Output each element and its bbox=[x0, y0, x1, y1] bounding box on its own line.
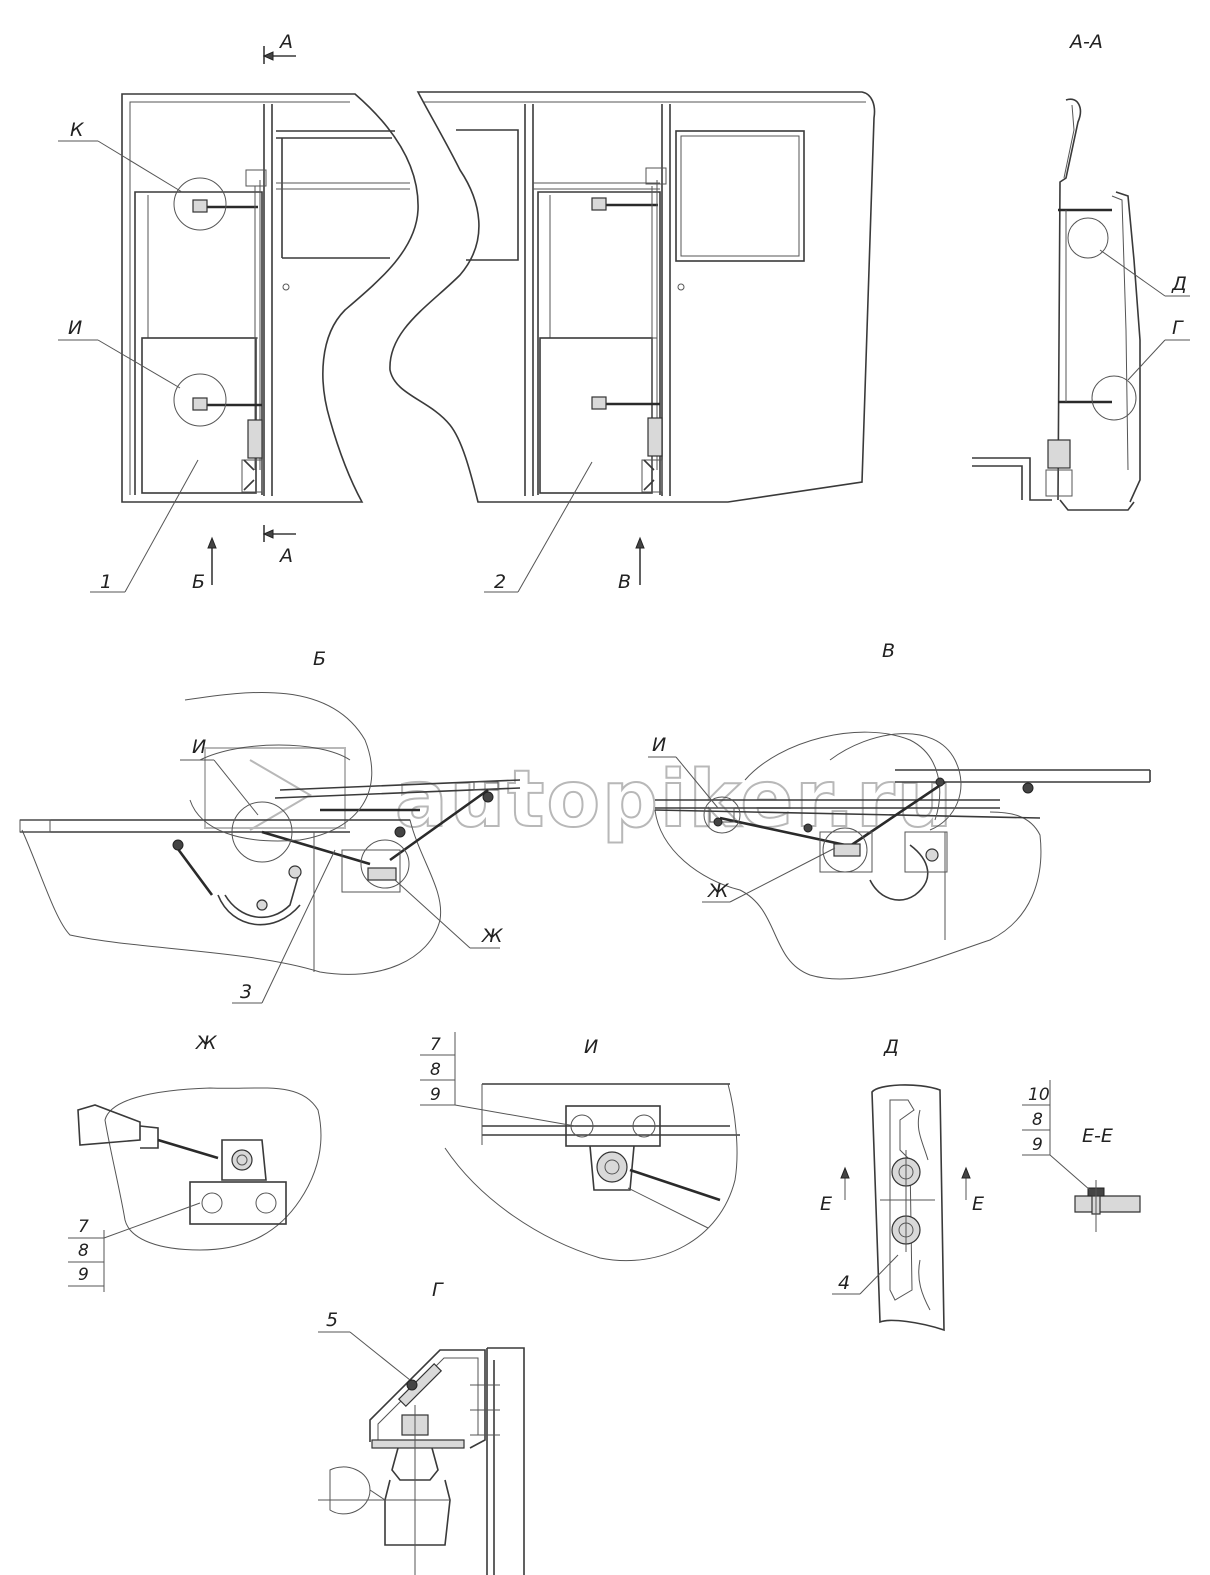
watermark-logo bbox=[204, 747, 346, 831]
callout-zh-view-v: Ж bbox=[707, 880, 730, 902]
callout-d: Д bbox=[1171, 273, 1187, 295]
view-arrows: Б В bbox=[192, 536, 645, 593]
detail-zh: Ж bbox=[77, 1032, 322, 1251]
callout-i-view-v: И bbox=[652, 734, 666, 756]
detail-d: Д Е Е 4 bbox=[820, 1036, 984, 1332]
stack-zh-item-2: 8 bbox=[78, 1241, 89, 1261]
view-b-title: Б bbox=[313, 648, 326, 670]
section-aa-title: А-А bbox=[1068, 31, 1103, 53]
section-mark-a-bottom: А bbox=[278, 545, 293, 567]
stack-ee: 10 8 9 bbox=[1022, 1080, 1051, 1156]
callout-k: К bbox=[70, 119, 85, 141]
stack-i-item-1: 7 bbox=[430, 1035, 441, 1055]
stack-ee-item-3: 9 bbox=[1032, 1135, 1043, 1155]
detail-i: И bbox=[444, 1036, 740, 1262]
section-ee-title: Е-Е bbox=[1082, 1125, 1113, 1147]
callout-e-left: Е bbox=[820, 1193, 832, 1215]
callout-g: Г bbox=[1172, 317, 1184, 339]
callout-e-right: Е bbox=[972, 1193, 984, 1215]
main-callouts: К И 1 2 bbox=[58, 119, 593, 593]
section-ee: Е-Е bbox=[1049, 1125, 1141, 1232]
stack-zh: 7 8 9 bbox=[68, 1217, 105, 1292]
detail-g: Г 5 bbox=[318, 1279, 525, 1575]
section-mark-a: А А bbox=[262, 31, 296, 567]
section-aa: А-А Д Г bbox=[972, 31, 1190, 511]
detail-d-title: Д bbox=[883, 1036, 899, 1058]
section-mark-a-top: А bbox=[278, 31, 293, 53]
stack-zh-item-1: 7 bbox=[78, 1217, 89, 1237]
stack-i-item-2: 8 bbox=[430, 1060, 441, 1080]
view-b: Б И Ж 3 bbox=[19, 648, 521, 1004]
cab-right-view bbox=[389, 91, 876, 503]
callout-pos1: 1 bbox=[100, 571, 112, 593]
stack-ee-item-2: 8 bbox=[1032, 1110, 1043, 1130]
callout-pos5: 5 bbox=[326, 1309, 338, 1331]
detail-i-title: И bbox=[584, 1036, 598, 1058]
view-v: В И Ж bbox=[648, 640, 1151, 980]
stack-i-item-3: 9 bbox=[430, 1085, 441, 1105]
view-arrow-v: В bbox=[618, 571, 631, 593]
stack-zh-item-3: 9 bbox=[78, 1265, 89, 1285]
detail-g-title: Г bbox=[432, 1279, 444, 1301]
stack-i: 7 8 9 bbox=[420, 1032, 456, 1106]
callout-pos4: 4 bbox=[838, 1272, 850, 1294]
view-v-title: В bbox=[882, 640, 895, 662]
callout-i-view-b: И bbox=[192, 736, 206, 758]
cab-left-view bbox=[121, 93, 419, 503]
callout-pos2: 2 bbox=[494, 571, 506, 593]
view-arrow-b: Б bbox=[192, 571, 205, 593]
callout-pos3: 3 bbox=[240, 981, 252, 1003]
detail-zh-title: Ж bbox=[195, 1032, 218, 1054]
callout-i-main: И bbox=[68, 317, 82, 339]
callout-zh-view-b: Ж bbox=[481, 925, 504, 947]
stack-ee-item-1: 10 bbox=[1028, 1085, 1050, 1105]
